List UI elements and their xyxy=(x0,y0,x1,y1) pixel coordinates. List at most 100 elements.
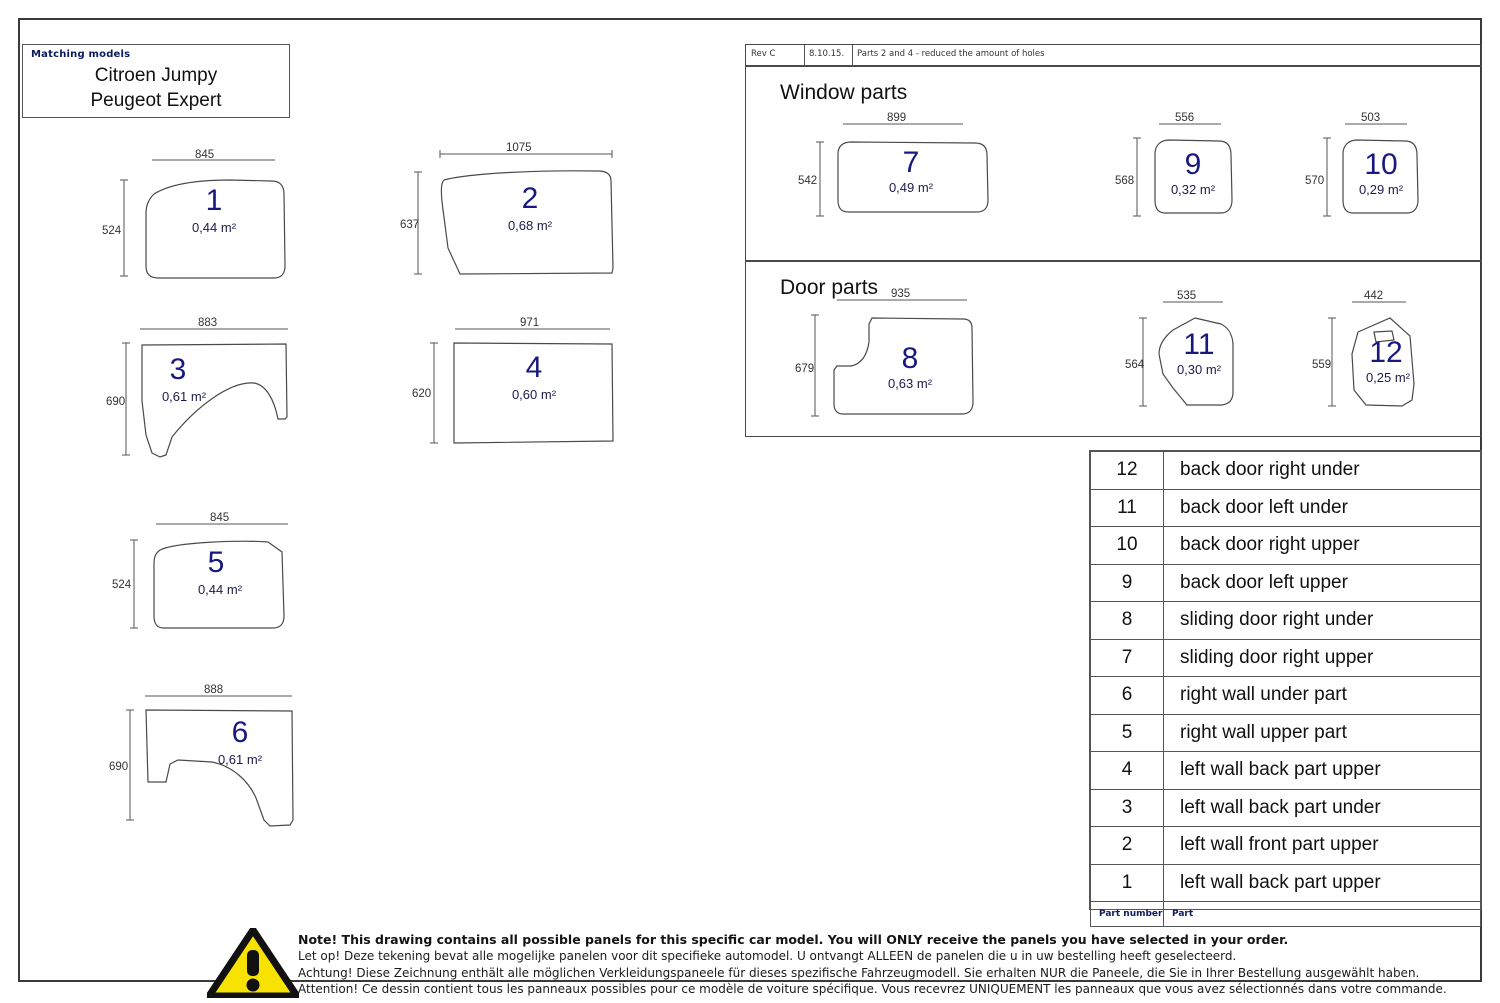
revision-description-text: Parts 2 and 4 - reduced the amount of ho… xyxy=(857,49,1045,59)
revision-cell-description: Parts 2 and 4 - reduced the amount of ho… xyxy=(852,45,1481,65)
dimension-width-2: 1075 xyxy=(439,142,613,158)
dimension-height-1: 524 xyxy=(102,179,128,277)
dimension-width-7: 899 xyxy=(843,112,963,125)
footer-part-number-header: Part number xyxy=(1090,901,1164,927)
revision-bar: Rev C 8.10.15. Parts 2 and 4 - reduced t… xyxy=(745,44,1482,66)
part-6-height-value: 690 xyxy=(109,761,128,773)
dimension-width-8: 935 xyxy=(837,288,967,301)
part-10-width-value: 503 xyxy=(1361,112,1380,124)
part-drawing-5: 845 524 5 0,44 m² xyxy=(110,510,340,650)
dimension-width-1: 845 xyxy=(152,149,275,161)
model-name-peugeot: Peugeot Expert xyxy=(90,90,222,111)
revision-rev-text: Rev C xyxy=(751,49,776,59)
part-12-area: 0,25 m² xyxy=(1366,370,1411,385)
part-number-cell: 7 xyxy=(1090,638,1164,677)
part-label-cell: left wall back part upper xyxy=(1163,863,1481,902)
part-10-height-value: 570 xyxy=(1305,175,1324,187)
part-1-height-value: 524 xyxy=(102,225,122,237)
part-label-cell: right wall under part xyxy=(1163,676,1481,715)
part-4-height-value: 620 xyxy=(412,388,431,400)
dimension-height-10: 570 xyxy=(1305,137,1331,217)
dimension-width-3: 883 xyxy=(140,317,288,330)
part-9-height-value: 568 xyxy=(1115,175,1134,187)
matching-models-box: Matching models Citroen Jumpy Peugeot Ex… xyxy=(22,44,290,118)
note-english: Note! This drawing contains all possible… xyxy=(298,932,1289,947)
part-label-cell: back door left under xyxy=(1163,488,1481,527)
part-1-width-value: 845 xyxy=(195,149,214,161)
part-drawing-1: 845 524 1 0,44 m² xyxy=(100,148,340,288)
part-11-number: 11 xyxy=(1183,328,1214,361)
part-drawing-6: 888 690 6 0,61 m² xyxy=(100,680,350,860)
window-parts-title: Window parts xyxy=(780,81,908,104)
door-parts-section: Door parts xyxy=(745,261,1482,437)
part-5-height-value: 524 xyxy=(112,579,132,591)
part-8-area: 0,63 m² xyxy=(888,376,933,391)
part-3-number: 3 xyxy=(170,353,187,386)
part-drawing-10: 503 570 10 0,29 m² xyxy=(1305,112,1455,222)
part-number-cell: 12 xyxy=(1090,451,1164,490)
dimension-height-9: 568 xyxy=(1115,137,1141,217)
footer-part-header: Part xyxy=(1163,901,1481,927)
part-drawing-2: 1075 637 2 0,68 m² xyxy=(400,140,650,290)
note-french: Attention! Ce dessin contient tous les p… xyxy=(298,982,1447,996)
part-drawing-7: 899 542 7 0,49 m² xyxy=(795,112,1015,222)
part-number-cell: 1 xyxy=(1090,863,1164,902)
part-11-area: 0,30 m² xyxy=(1177,362,1222,377)
part-10-number: 10 xyxy=(1364,148,1397,181)
part-6-area: 0,61 m² xyxy=(218,752,263,767)
part-7-number: 7 xyxy=(903,146,920,179)
part-5-area: 0,44 m² xyxy=(198,582,243,597)
part-number-cell: 4 xyxy=(1090,751,1164,790)
part-9-width-value: 556 xyxy=(1175,112,1194,124)
part-3-width-value: 883 xyxy=(198,317,217,329)
part-5-number: 5 xyxy=(208,546,225,579)
matching-models-label: Matching models xyxy=(31,49,131,60)
part-drawing-11: 535 564 11 0,30 m² xyxy=(1125,288,1275,418)
part-2-number: 2 xyxy=(522,182,539,215)
dimension-height-3: 690 xyxy=(106,342,130,456)
part-7-height-value: 542 xyxy=(798,175,817,187)
part-6-number: 6 xyxy=(232,716,249,749)
revision-cell-date: 8.10.15. xyxy=(804,45,853,65)
part-6-width-value: 888 xyxy=(204,684,223,696)
part-3-height-value: 690 xyxy=(106,396,125,408)
dimension-height-12: 559 xyxy=(1312,317,1336,407)
dimension-width-10: 503 xyxy=(1345,112,1407,125)
dimension-width-4: 971 xyxy=(455,317,610,330)
part-5-width-value: 845 xyxy=(210,512,229,524)
part-label-cell: sliding door right under xyxy=(1163,601,1481,640)
part-4-number: 4 xyxy=(526,351,543,384)
part-drawing-8: 935 679 8 0,63 m² xyxy=(795,288,1015,430)
part-12-height-value: 559 xyxy=(1312,359,1331,371)
part-8-number: 8 xyxy=(902,342,919,375)
dimension-width-11: 535 xyxy=(1163,290,1223,303)
door-parts-title: Door parts xyxy=(780,276,879,299)
dimension-height-8: 679 xyxy=(795,314,819,417)
part-number-cell: 11 xyxy=(1090,488,1164,527)
part-8-width-value: 935 xyxy=(891,288,910,300)
part-number-cell: 8 xyxy=(1090,601,1164,640)
part-drawing-3: 883 690 3 0,61 m² xyxy=(100,315,350,485)
model-name-citroen: Citroen Jumpy xyxy=(94,65,218,86)
dimension-width-9: 556 xyxy=(1159,112,1221,125)
part-number-cell: 3 xyxy=(1090,788,1164,827)
part-label-cell: right wall upper part xyxy=(1163,713,1481,752)
part-1-number: 1 xyxy=(206,184,223,217)
part-7-area: 0,49 m² xyxy=(889,180,934,195)
part-number-cell: 10 xyxy=(1090,526,1164,565)
dimension-height-11: 564 xyxy=(1125,317,1147,407)
part-12-number: 12 xyxy=(1369,336,1402,369)
part-3-area: 0,61 m² xyxy=(162,389,207,404)
part-9-area: 0,32 m² xyxy=(1171,182,1216,197)
